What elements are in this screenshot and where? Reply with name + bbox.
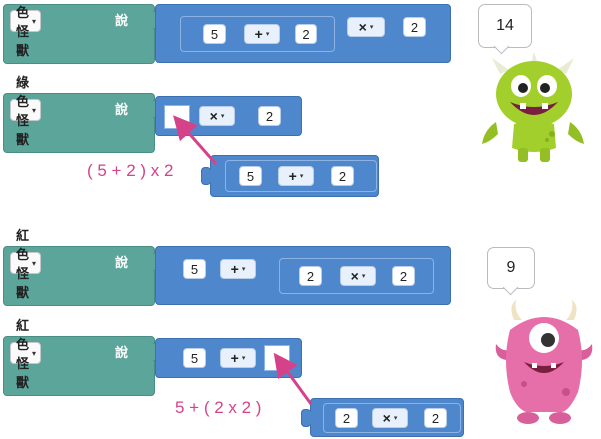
chevron-down-icon: ▾ [299, 173, 304, 180]
empty-input-slot[interactable] [264, 345, 290, 371]
add-block[interactable]: 5 + ▾ [155, 338, 302, 378]
operator-dropdown[interactable]: × ▾ [199, 106, 235, 126]
pink-monster-icon [495, 300, 593, 424]
empty-input-slot[interactable] [164, 105, 190, 129]
number-input[interactable]: 2 [331, 166, 354, 186]
operator-symbol: × [209, 108, 218, 124]
speech-text: 14 [496, 17, 514, 34]
green-monster-icon [482, 52, 584, 162]
sprite-name: 綠色怪獸 [16, 0, 30, 58]
chevron-down-icon: ▾ [32, 105, 37, 115]
say-label: 說 [115, 13, 129, 28]
operator-dropdown[interactable]: × ▾ [372, 408, 408, 428]
sprite-dropdown[interactable]: 綠色怪獸 ▾ [10, 75, 42, 147]
chevron-down-icon: ▾ [241, 355, 246, 362]
number-input[interactable]: 5 [203, 24, 226, 44]
chevron-down-icon: ▾ [241, 266, 246, 273]
multiply-block[interactable]: 5 + ▾ 2 × ▾ 2 [155, 4, 451, 63]
detached-multiply-block[interactable]: 2 × ▾ 2 [301, 398, 464, 437]
multiply-block[interactable]: 2 × ▾ 2 [279, 258, 434, 294]
block-connector [201, 167, 211, 185]
operator-symbol: × [350, 268, 359, 284]
operator-symbol: × [358, 19, 367, 35]
operator-symbol: + [230, 261, 239, 277]
number-input[interactable]: 2 [392, 266, 415, 286]
number-input[interactable]: 2 [335, 408, 358, 428]
chevron-down-icon: ▾ [32, 348, 37, 358]
sprite-name: 紅色怪獸 [16, 228, 30, 300]
number-input[interactable]: 2 [424, 408, 447, 428]
operator-symbol: + [230, 350, 239, 366]
operator-dropdown[interactable]: + ▾ [220, 348, 256, 368]
add-block[interactable]: 5 + ▾ 2 [225, 160, 377, 192]
add-block[interactable]: 5 + ▾ 2 [180, 16, 335, 52]
operator-dropdown[interactable]: × ▾ [347, 17, 385, 37]
chevron-down-icon: ▾ [32, 16, 37, 26]
annotation-grouping: 5 + ( 2 x 2 ) [175, 398, 262, 417]
detached-add-block[interactable]: 5 + ▾ 2 [201, 155, 379, 197]
number-input[interactable]: 2 [258, 106, 281, 126]
number-input[interactable]: 5 [183, 259, 206, 279]
say-label: 說 [115, 345, 129, 360]
chevron-down-icon: ▾ [393, 415, 398, 422]
operator-dropdown[interactable]: × ▾ [340, 266, 376, 286]
sprite-name: 綠色怪獸 [16, 75, 30, 147]
add-block[interactable]: 5 + ▾ 2 × ▾ 2 [155, 246, 451, 305]
speech-bubble-green: 14 [478, 4, 532, 48]
say-label: 說 [115, 255, 129, 270]
number-input[interactable]: 5 [239, 166, 262, 186]
chevron-down-icon: ▾ [32, 258, 37, 268]
multiply-block[interactable]: 2 × ▾ 2 [323, 403, 461, 433]
sprite-dropdown[interactable]: 紅色怪獸 ▾ [10, 318, 42, 390]
number-input[interactable]: 2 [295, 24, 317, 44]
sprite-dropdown[interactable]: 綠色怪獸 ▾ [10, 0, 42, 58]
chevron-down-icon: ▾ [369, 24, 374, 31]
sprite-name: 紅色怪獸 [16, 318, 30, 390]
number-input[interactable]: 2 [299, 266, 322, 286]
operator-symbol: + [288, 168, 297, 184]
number-input[interactable]: 5 [183, 348, 206, 368]
operator-dropdown[interactable]: + ▾ [220, 259, 256, 279]
annotation-grouping: ( 5 + 2 ) x 2 [87, 161, 174, 180]
operator-dropdown[interactable]: + ▾ [244, 24, 280, 44]
chevron-down-icon: ▾ [361, 273, 366, 280]
say-label: 說 [115, 102, 129, 117]
operator-symbol: × [382, 410, 391, 426]
chevron-down-icon: ▾ [265, 31, 270, 38]
number-input[interactable]: 2 [403, 17, 426, 37]
operator-dropdown[interactable]: + ▾ [278, 166, 314, 186]
multiply-block[interactable]: × ▾ 2 [155, 96, 302, 136]
operator-symbol: + [254, 26, 263, 42]
speech-text: 9 [506, 259, 516, 276]
sprite-dropdown[interactable]: 紅色怪獸 ▾ [10, 228, 42, 300]
chevron-down-icon: ▾ [220, 113, 225, 120]
block-connector [301, 409, 311, 427]
